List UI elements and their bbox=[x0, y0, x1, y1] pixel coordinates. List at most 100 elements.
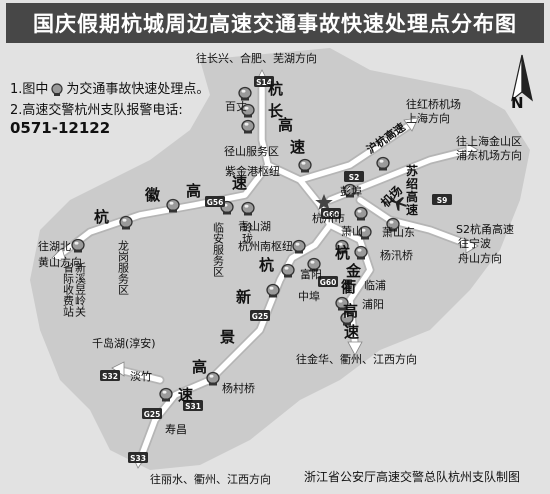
shield-plate bbox=[205, 196, 225, 207]
compass-label: N bbox=[511, 94, 524, 112]
route-shield: G56 bbox=[205, 196, 225, 207]
station-marker-icon bbox=[241, 119, 255, 134]
legend-line-1: 1.图中为交通事故快速处理点。 bbox=[10, 78, 209, 97]
station-marker-icon bbox=[238, 86, 252, 101]
station-marker-icon bbox=[281, 263, 295, 278]
place-label: 杨汛桥 bbox=[380, 248, 413, 262]
highway-label: 景 bbox=[220, 328, 235, 346]
arrow-west-icon bbox=[51, 247, 67, 263]
map-credit: 浙江省公安厅高速交警总队杭州支队制图 bbox=[304, 470, 521, 484]
station-marker-icon bbox=[241, 103, 255, 118]
highway-label: 速 bbox=[232, 174, 247, 192]
shield-code: G56 bbox=[207, 198, 224, 207]
arrow-east-2-icon bbox=[465, 238, 479, 254]
station-marker-icon bbox=[206, 371, 220, 386]
station-marker-icon bbox=[343, 183, 357, 198]
route-shield: S9 bbox=[432, 194, 452, 205]
highway-label: 速 bbox=[406, 202, 418, 217]
land-shape bbox=[30, 48, 530, 470]
highway-label: 长 bbox=[268, 102, 284, 120]
highway-label: 苏 bbox=[406, 163, 418, 178]
station-marker-icon bbox=[51, 82, 64, 96]
shield-plate bbox=[344, 171, 364, 182]
place-label: 千岛湖(淳安) bbox=[92, 336, 156, 350]
route-shield: G25 bbox=[250, 310, 270, 321]
place-label: 上海方向 bbox=[406, 111, 450, 125]
shield-code: S33 bbox=[130, 454, 146, 463]
station-marker-icon bbox=[266, 283, 280, 298]
shield-plate bbox=[321, 208, 341, 219]
route-shield: G60 bbox=[318, 276, 338, 287]
map-title: 国庆假期杭城周边高速交通事故快速处理点分布图 bbox=[6, 3, 544, 43]
highway-label: 新 bbox=[236, 288, 251, 306]
place-label: 杭州南枢纽 bbox=[238, 239, 293, 253]
station-marker-icon bbox=[335, 296, 349, 311]
place-label: 青山湖 bbox=[238, 220, 271, 233]
place-label: 往宁波 bbox=[458, 236, 491, 250]
station-marker-icon bbox=[166, 198, 180, 213]
highway-label: 高 bbox=[406, 189, 418, 204]
station-marker-icon bbox=[292, 239, 306, 254]
shield-plate bbox=[142, 408, 162, 419]
shield-code: G60 bbox=[323, 210, 340, 219]
city-star-icon bbox=[315, 194, 333, 210]
highway-label: 杭 bbox=[268, 80, 283, 98]
highway-label: 高 bbox=[192, 358, 207, 376]
place-label: 临浦 bbox=[364, 278, 386, 292]
place-label: 中埠 bbox=[298, 289, 320, 303]
station-marker-icon bbox=[335, 239, 349, 254]
place-label: 百丈 bbox=[225, 100, 247, 113]
place-label: 径山服务区 bbox=[224, 145, 279, 158]
station-marker-icon bbox=[354, 206, 368, 221]
place-label: S2杭甬高速 bbox=[456, 222, 514, 236]
vertical-place-label: 新溪昱岭关 bbox=[74, 261, 87, 318]
vertical-place-label: 玲珑 bbox=[241, 222, 254, 245]
route-shield: G25 bbox=[142, 408, 162, 419]
shield-code: S32 bbox=[102, 372, 118, 381]
station-marker-icon bbox=[376, 156, 390, 171]
station-marker-icon bbox=[354, 245, 368, 260]
highway-label: 衢 bbox=[341, 278, 356, 296]
place-label: 往红桥机场 bbox=[406, 97, 461, 111]
place-label: 往金华、衢州、江西方向 bbox=[296, 352, 417, 366]
shield-code: S14 bbox=[256, 78, 272, 87]
airplane-icon bbox=[387, 195, 408, 211]
phone-number: 0571-12122 bbox=[10, 119, 111, 137]
route-shield: S14 bbox=[254, 76, 274, 87]
station-marker-icon bbox=[159, 387, 173, 402]
highway-label: 速 bbox=[178, 386, 193, 404]
shield-plate bbox=[250, 310, 270, 321]
place-label: 杭州市 bbox=[312, 211, 345, 225]
highway-label: 速 bbox=[290, 138, 305, 156]
arrow-east-icon bbox=[465, 142, 479, 158]
north-compass-icon bbox=[511, 54, 533, 102]
station-marker-icon bbox=[386, 217, 400, 232]
highway-label: 高 bbox=[343, 302, 358, 320]
highway-label: 速 bbox=[344, 323, 359, 341]
route-shield: S32 bbox=[100, 370, 120, 381]
place-labels: 往长兴、合肥、芜湖方向百丈径山服务区紫金港枢纽往红桥机场上海方向往上海金山区浦东… bbox=[38, 51, 522, 486]
vertical-place-label: 临安服务区 bbox=[212, 221, 225, 277]
route-shield: G60 bbox=[321, 208, 341, 219]
highway-label: 绍 bbox=[406, 176, 418, 191]
vertical-place-label: 省际收费站 bbox=[62, 262, 75, 318]
station-marker-icon bbox=[358, 225, 372, 240]
arrow-northeast-icon bbox=[403, 117, 419, 132]
highway-label: 高 bbox=[278, 116, 293, 134]
place-label: 寿昌 bbox=[165, 422, 187, 436]
place-label: 往上海金山区 bbox=[456, 134, 522, 148]
arrow-south-icon bbox=[347, 341, 363, 356]
place-label: 杨村桥 bbox=[222, 381, 255, 395]
station-marker-icon bbox=[71, 238, 85, 253]
station-markers bbox=[71, 86, 400, 402]
shield-plate bbox=[183, 400, 203, 411]
shield-code: G60 bbox=[320, 278, 337, 287]
highway-label: 高 bbox=[186, 182, 201, 200]
highway-label: 金 bbox=[345, 262, 362, 280]
station-marker-icon bbox=[340, 311, 354, 326]
place-label: 黄山方向 bbox=[38, 255, 82, 269]
station-marker-icon bbox=[298, 158, 312, 173]
